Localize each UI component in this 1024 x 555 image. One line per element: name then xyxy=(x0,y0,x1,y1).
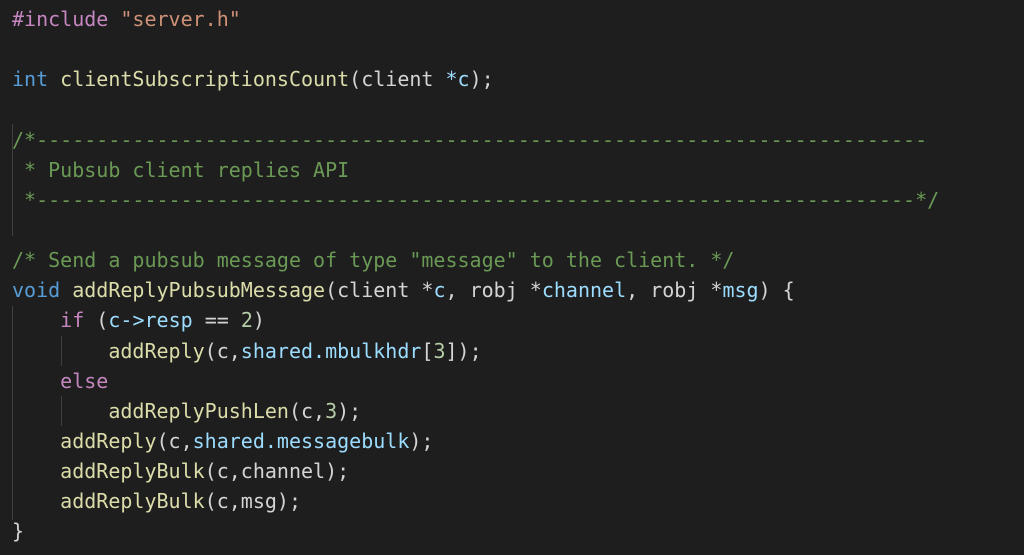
code-token: ); xyxy=(337,398,362,423)
code-token: /* Send a pubsub message of type "messag… xyxy=(12,248,735,273)
code-line[interactable]: void addReplyPubsubMessage(client *c, ro… xyxy=(12,275,1024,305)
code-token: 3 xyxy=(433,338,446,363)
code-token: ); xyxy=(409,428,434,453)
code-token: (c, xyxy=(204,338,241,363)
code-token: addReplyBulk xyxy=(60,489,205,514)
code-line[interactable]: /* Send a pubsub message of type "messag… xyxy=(12,245,1024,275)
code-token: else xyxy=(60,368,109,393)
code-token: } xyxy=(12,519,25,544)
code-token: (c, xyxy=(288,398,326,423)
code-token xyxy=(12,399,108,423)
code-token: msg xyxy=(722,278,759,303)
code-token: * Pubsub client replies API xyxy=(12,157,350,182)
code-token: void xyxy=(12,278,73,303)
code-line[interactable]: addReplyPushLen(c,3); xyxy=(12,396,1024,426)
code-token: *c xyxy=(445,67,470,92)
code-token: [ xyxy=(421,338,434,363)
code-line[interactable]: *---------------------------------------… xyxy=(12,185,1024,215)
code-token: channel xyxy=(541,278,627,303)
code-line[interactable]: int clientSubscriptionsCount(client *c); xyxy=(12,64,1024,94)
code-token: c->resp xyxy=(108,308,193,333)
code-line[interactable] xyxy=(12,34,1024,64)
code-token: ) { xyxy=(758,278,795,303)
code-token: == xyxy=(192,308,241,333)
code-token: ); xyxy=(469,67,494,92)
code-line[interactable]: * Pubsub client replies API xyxy=(12,155,1024,185)
code-token: shared.mbulkhdr xyxy=(240,338,422,363)
code-token: , robj * xyxy=(626,278,723,303)
code-token: (c,channel); xyxy=(204,459,350,484)
code-token xyxy=(12,459,60,483)
code-token: "server.h" xyxy=(120,7,241,31)
code-token: if xyxy=(60,308,85,333)
code-token: addReplyPubsubMessage xyxy=(72,278,326,303)
code-token: (c,msg); xyxy=(204,489,301,514)
code-token: ]); xyxy=(445,338,482,363)
code-line[interactable]: addReply(c,shared.messagebulk); xyxy=(12,426,1024,456)
code-line[interactable] xyxy=(12,94,1024,124)
code-token: (c, xyxy=(156,428,193,453)
code-line[interactable]: /*--------------------------------------… xyxy=(12,125,1024,155)
code-token: (client xyxy=(349,67,446,92)
code-line[interactable]: } xyxy=(12,516,1024,546)
code-token: #include xyxy=(12,7,121,31)
code-token: *---------------------------------------… xyxy=(12,187,940,212)
code-token: ( xyxy=(84,308,109,333)
code-token: addReplyPushLen xyxy=(108,398,289,423)
code-token: 2 xyxy=(240,308,253,333)
code-token xyxy=(12,489,60,513)
code-token: addReply xyxy=(60,428,157,453)
code-line[interactable]: addReplyBulk(c,channel); xyxy=(12,456,1024,486)
code-token xyxy=(12,308,60,332)
indent-guide xyxy=(12,124,13,236)
code-token: , robj * xyxy=(445,278,542,303)
code-token: ) xyxy=(252,308,265,333)
code-line[interactable] xyxy=(12,215,1024,245)
code-line[interactable]: addReplyBulk(c,msg); xyxy=(12,486,1024,516)
code-token xyxy=(12,339,108,363)
code-token: shared.messagebulk xyxy=(192,428,410,453)
indent-guide xyxy=(12,306,13,520)
code-line[interactable]: addReply(c,shared.mbulkhdr[3]); xyxy=(12,336,1024,366)
code-line[interactable]: else xyxy=(12,366,1024,396)
code-token: 3 xyxy=(325,398,338,423)
code-line[interactable]: if (c->resp == 2) xyxy=(12,305,1024,335)
indent-guide xyxy=(61,396,62,426)
code-token: c xyxy=(433,278,446,303)
code-token: clientSubscriptionsCount xyxy=(60,67,350,92)
code-token: addReplyBulk xyxy=(60,459,205,484)
indent-guide xyxy=(61,336,62,366)
code-token: addReply xyxy=(108,338,205,363)
code-token: (client * xyxy=(325,278,434,303)
code-line[interactable]: #include "server.h" xyxy=(12,4,1024,34)
code-token xyxy=(12,429,60,453)
code-content[interactable]: #include "server.h" int clientSubscripti… xyxy=(12,4,1024,547)
code-token: int xyxy=(12,67,61,92)
code-token xyxy=(12,369,60,393)
code-token: /*--------------------------------------… xyxy=(12,127,928,152)
